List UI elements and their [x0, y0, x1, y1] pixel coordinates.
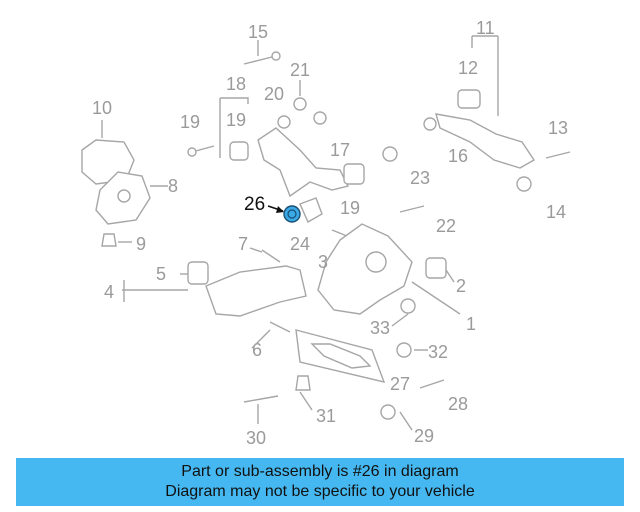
- part-21-washer: [277, 115, 291, 129]
- part-19-bushing-left: [229, 141, 249, 161]
- callout-19-left: 19: [226, 110, 246, 130]
- callout-2: 2: [456, 276, 466, 296]
- part-11-arm: [435, 113, 535, 169]
- callout-21: 20: [264, 84, 284, 104]
- callout-30: 30: [246, 428, 266, 448]
- callout-27: 27: [390, 374, 410, 394]
- part-24-washer: [382, 146, 398, 162]
- callout-17: 17: [330, 140, 350, 160]
- part-27-link: [310, 343, 372, 369]
- callout-12: 12: [458, 58, 478, 78]
- part-14-nut: [516, 176, 532, 192]
- callout-3: 3: [318, 252, 328, 272]
- callout-26: 26: [244, 194, 265, 215]
- callout-14: 14: [546, 202, 566, 222]
- callout-13: 13: [548, 118, 568, 138]
- banner-line-2: Diagram may not be specific to your vehi…: [165, 483, 475, 500]
- part-32-washer: [396, 342, 412, 358]
- part-28-bolt: [419, 379, 445, 389]
- part-16-washer: [423, 117, 437, 131]
- part-2-bushing: [425, 257, 447, 279]
- part-12-bushing: [457, 89, 481, 109]
- callout-8: 8: [168, 176, 178, 196]
- part-18-upper-arm: [257, 127, 350, 198]
- callout-19-right: 19: [340, 198, 360, 218]
- callout-7: 7: [238, 234, 248, 254]
- callout-1: 1: [466, 314, 476, 334]
- part-29-nut: [380, 404, 396, 420]
- part-25-bracket: [299, 197, 323, 223]
- info-banner: Part or sub-assembly is #26 in diagram D…: [16, 458, 624, 506]
- part-7-bolt: [261, 249, 281, 263]
- callout-11: 11: [476, 18, 495, 38]
- callout-9: 9: [136, 234, 146, 254]
- callout-5: 5: [156, 264, 166, 284]
- callout-4: 4: [104, 282, 114, 302]
- callout-6: 6: [252, 340, 262, 360]
- part-17-nut: [313, 111, 327, 125]
- part-1-knuckle: [317, 223, 413, 315]
- callout-29: 29: [414, 426, 434, 446]
- callout-23: 22: [436, 216, 456, 236]
- callout-15: 15: [248, 22, 268, 42]
- callout-32: 32: [428, 342, 448, 362]
- part-19-bushing-right: [343, 163, 365, 185]
- part-26-bushing: [283, 205, 301, 223]
- part-6-bolt: [269, 321, 291, 333]
- callout-20: 19: [180, 112, 200, 132]
- callout-25: 24: [290, 234, 310, 254]
- part-15-bolt: [243, 55, 277, 65]
- part-22-nut: [293, 97, 307, 111]
- callout-16: 16: [448, 146, 468, 166]
- callout-28: 28: [448, 394, 468, 414]
- callout-24: 23: [410, 168, 430, 188]
- part-5-bushing: [187, 261, 209, 285]
- part-26-bushing-ring: [287, 209, 297, 219]
- banner-line-1: Part or sub-assembly is #26 in diagram: [181, 463, 459, 480]
- callout-22: 21: [290, 60, 310, 80]
- part-13-bolt: [545, 151, 571, 159]
- callout-33: 33: [370, 318, 390, 338]
- callout-31: 31: [316, 406, 336, 426]
- part-30-bolt: [243, 395, 279, 403]
- part-4-lower-arm: [205, 265, 307, 317]
- callout-18: 18: [226, 74, 246, 94]
- part-31-nut: [295, 375, 311, 391]
- part-9-bolt: [101, 233, 117, 247]
- part-33-nut: [400, 298, 416, 314]
- part-23-bolt: [399, 205, 425, 213]
- callout-10: 10: [92, 98, 112, 118]
